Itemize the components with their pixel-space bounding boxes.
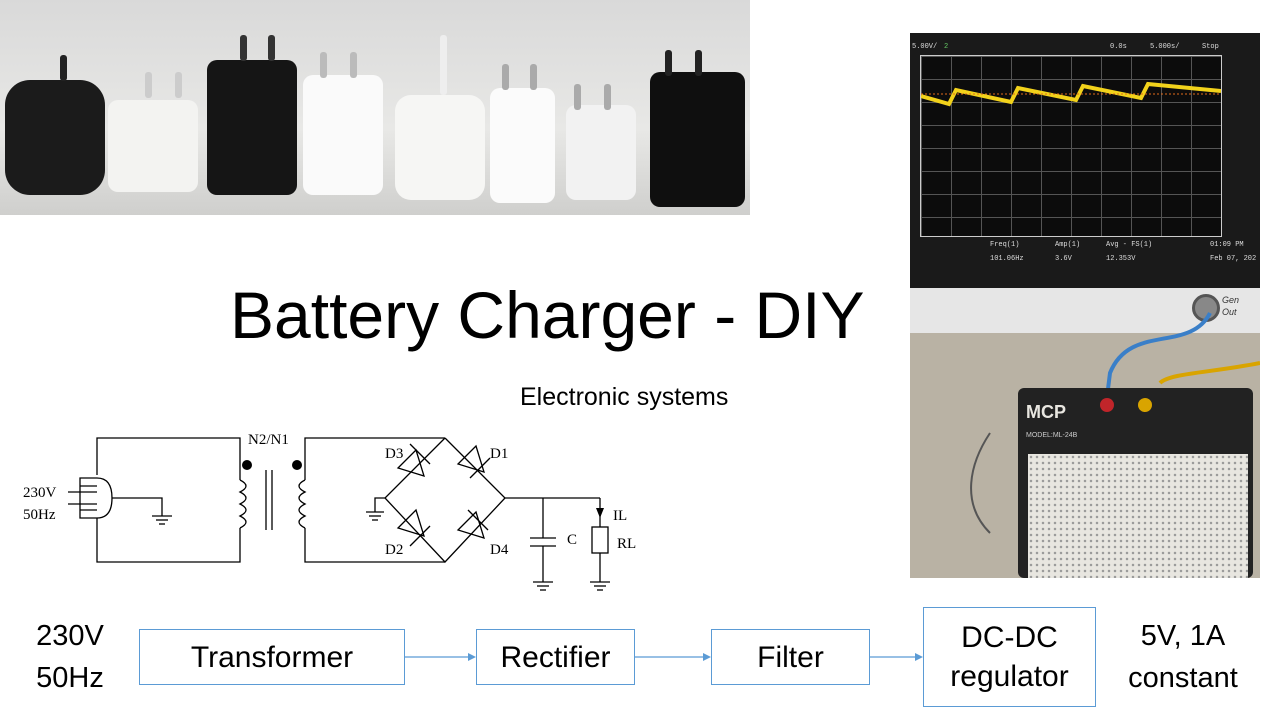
d4-label: D4 [490, 542, 509, 558]
block-rectifier: Rectifier [476, 629, 635, 685]
rectifier-circuit-schematic: N2/N1 230V 50Hz D3 D1 D2 D4 C IL RL [23, 432, 636, 591]
charger-pin [604, 84, 611, 110]
slide-subtitle: Electronic systems [520, 383, 729, 411]
slide-title: Battery Charger - DIY [230, 278, 865, 352]
charger-black [207, 60, 297, 195]
diode-d4 [456, 509, 489, 539]
breadboard-trainer: MCP MODEL:ML-24B [1018, 388, 1253, 578]
meas-label: Freq(1) [990, 241, 1020, 249]
meas-label: Amp(1) [1055, 241, 1081, 249]
waveform [920, 81, 1222, 107]
ground-icon [152, 515, 172, 525]
charger-pin [440, 35, 447, 95]
load-resistor [591, 526, 609, 554]
charger-white [395, 95, 485, 200]
output-mode: constant [1128, 662, 1238, 695]
diode-d3 [396, 443, 431, 477]
source-voltage-label: 230V [23, 485, 57, 501]
charger-pin [60, 55, 67, 81]
current-arrow-icon [596, 508, 604, 518]
block-arrows [405, 653, 923, 661]
charger-pin [268, 35, 275, 61]
block-filter: Filter [711, 629, 870, 685]
ground-icon [533, 581, 553, 591]
load-current-label: IL [613, 508, 627, 524]
scope-date: Feb 07, 202 [1210, 255, 1257, 263]
charger-pin [175, 72, 182, 98]
charger-pin [145, 72, 152, 98]
d2-label: D2 [385, 542, 403, 558]
charger-pin [502, 64, 509, 90]
time-offset: 0.0s [1110, 43, 1127, 51]
charger-pin [665, 50, 672, 76]
time-div: 5.000s/ [1150, 43, 1180, 51]
charger-pin [695, 50, 702, 76]
block-transformer: Transformer [139, 629, 405, 685]
ground-icon [366, 511, 384, 521]
capacitor-label: C [567, 532, 577, 548]
gen-out-label: Gen Out [1222, 295, 1240, 317]
oscilloscope-photo: 5.00V/ 2 0.0s 5.000s/ Stop Freq(1) 101.0… [910, 33, 1260, 578]
charger-white [566, 105, 636, 200]
polarity-dot [292, 460, 302, 470]
terminal-yellow [1138, 398, 1152, 412]
diode-d2 [396, 508, 431, 547]
charger-black [5, 80, 105, 195]
charger-white [108, 100, 198, 192]
input-frequency: 50Hz [36, 662, 104, 695]
polarity-dot [242, 460, 252, 470]
diode-d1 [456, 444, 491, 479]
turns-ratio-label: N2/N1 [248, 432, 289, 448]
mains-plug-icon [79, 477, 113, 519]
channel-label: 2 [944, 43, 949, 51]
run-state: Stop [1202, 43, 1219, 51]
ground-icon [590, 581, 610, 591]
meas-value: 101.06Hz [990, 255, 1024, 263]
meas-label: Avg - FS(1) [1106, 241, 1153, 249]
probe-cables [970, 312, 1260, 534]
d3-label: D3 [385, 446, 403, 462]
output-rating: 5V, 1A [1140, 620, 1226, 652]
output-spec: 5V, 1A constant [1108, 615, 1258, 699]
charger-pin [240, 35, 247, 61]
breadboard-holes [1028, 454, 1248, 578]
meas-value: 12.353V [1106, 255, 1136, 263]
charger-white [490, 88, 555, 203]
board-brand: MCP [1026, 402, 1066, 422]
scope-clock: 01:09 PM [1210, 241, 1244, 249]
d1-label: D1 [490, 446, 508, 462]
chargers-photo [0, 0, 750, 215]
wire [96, 518, 241, 563]
source-freq-label: 50Hz [23, 507, 56, 523]
charger-pin [530, 64, 537, 90]
load-resistor-label: RL [617, 536, 636, 552]
charger-white [303, 75, 383, 195]
meas-value: 3.6V [1055, 255, 1072, 263]
input-voltage: 230V [36, 620, 104, 652]
block-dc-dc-regulator: DC-DC regulator [923, 607, 1096, 707]
secondary-coil [298, 479, 307, 529]
wire [96, 437, 241, 480]
oscilloscope: 5.00V/ 2 0.0s 5.000s/ Stop Freq(1) 101.0… [910, 33, 1260, 288]
terminal-red [1100, 398, 1114, 412]
scope-screen [920, 55, 1222, 237]
charger-pin [574, 84, 581, 110]
board-model: MODEL:ML-24B [1026, 432, 1078, 439]
primary-coil [238, 479, 247, 529]
input-spec: 230V 50Hz [20, 615, 120, 699]
diode-bridge [384, 437, 506, 563]
charger-pin [350, 52, 357, 78]
charger-pin [320, 52, 327, 78]
volt-scale: 5.00V/ [912, 43, 938, 51]
charger-black [650, 72, 745, 207]
